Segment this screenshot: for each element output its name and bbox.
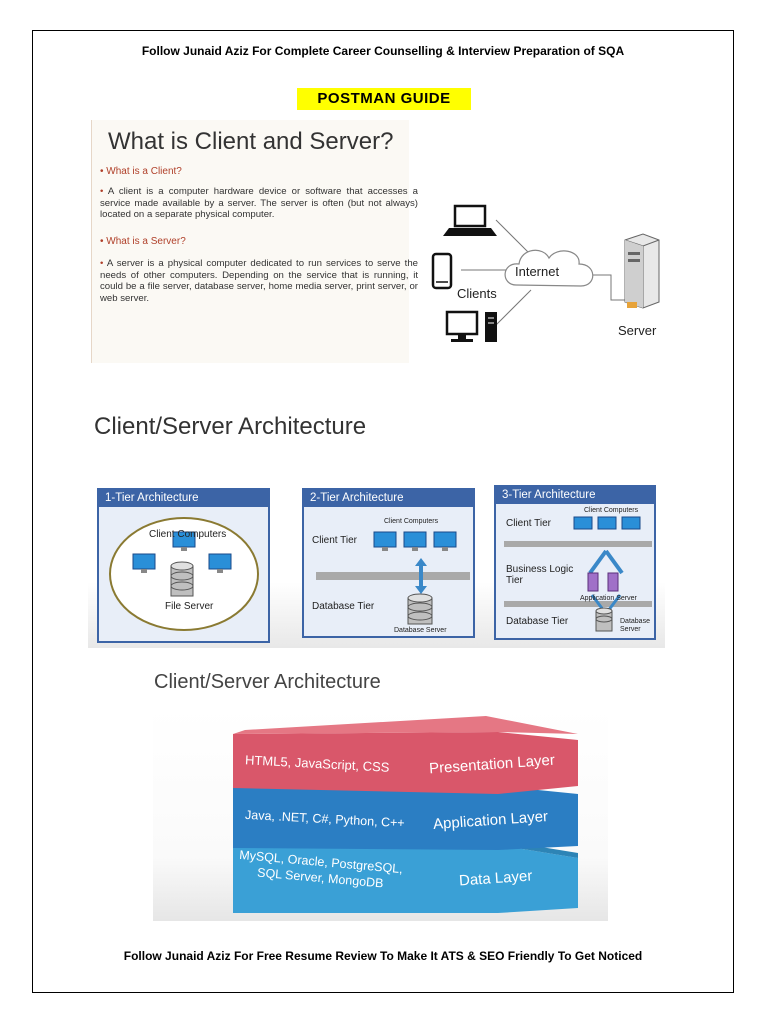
presentation-layer-block — [233, 716, 578, 794]
client-question: • What is a Client? — [100, 166, 182, 177]
client-server-diagram: Internet Clients Server — [431, 204, 660, 342]
cloud-icon — [504, 249, 594, 287]
server-icon — [624, 233, 660, 309]
tier3-database-tier: Database Tier — [506, 616, 569, 627]
tier2-database-tier: Database Tier — [312, 601, 375, 612]
tier3-database-server-1: Database — [620, 618, 650, 625]
client-server-slide: What is Client and Server? • What is a C… — [91, 120, 671, 363]
database-icon — [170, 561, 194, 597]
header-text: Follow Junaid Aziz For Complete Career C… — [141, 44, 625, 58]
tier3-application-server: Application Server — [580, 595, 637, 602]
tier1-file-server: File Server — [165, 601, 214, 612]
server-question: • What is a Server? — [100, 236, 186, 247]
footer-text: Follow Junaid Aziz For Free Resume Revie… — [123, 949, 643, 963]
tier2-header: 2-Tier Architecture — [304, 490, 473, 507]
tier2-client-computers: Client Computers — [384, 518, 439, 525]
desktop-icon — [445, 310, 497, 342]
server-label: Server — [618, 323, 657, 338]
tier2-box: 2-Tier Architecture Client Computers Cli… — [302, 488, 475, 638]
tier2-database-server: Database Server — [394, 627, 447, 634]
guide-title: POSTMAN GUIDE — [297, 88, 471, 110]
application-layer-block — [233, 786, 578, 850]
tier3-header: 3-Tier Architecture — [496, 487, 654, 504]
layers-panel: HTML5, JavaScript, CSS Presentation Laye… — [153, 708, 608, 921]
tier3-diagram — [504, 516, 652, 632]
tier-architecture-panel: 1-Tier Architecture Client Computers Fil… — [88, 483, 665, 648]
tier3-client-tier: Client Tier — [506, 518, 552, 529]
tier1-diagram — [109, 517, 259, 631]
layer-stack — [233, 716, 578, 913]
clients-label: Clients — [457, 286, 497, 301]
layers-title: Client/Server Architecture — [154, 671, 381, 693]
phone-icon — [431, 252, 453, 290]
tier3-business-logic: Business Logic — [506, 564, 574, 575]
tier3-box: 3-Tier Architecture Client Computers Cli… — [494, 485, 656, 640]
architecture-title: Client/Server Architecture — [94, 413, 367, 440]
tier3-database-server-2: Server — [620, 626, 641, 633]
text-panel: What is Client and Server? • What is a C… — [91, 120, 418, 363]
tier3-client-computers: Client Computers — [584, 507, 639, 514]
tier1-box: 1-Tier Architecture Client Computers Fil… — [97, 488, 270, 643]
page-border — [32, 30, 734, 993]
tier1-client-computers: Client Computers — [149, 529, 227, 540]
internet-label: Internet — [515, 264, 559, 279]
tier3-tier-word: Tier — [506, 575, 523, 586]
server-paragraph: • A server is a physical computer dedica… — [100, 258, 418, 304]
tier2-diagram — [316, 531, 470, 625]
tier2-client-tier: Client Tier — [312, 535, 358, 546]
tier1-header: 1-Tier Architecture — [99, 490, 268, 507]
client-paragraph: • A client is a computer hardware device… — [100, 186, 419, 220]
slide-title: What is Client and Server? — [108, 128, 394, 155]
laptop-icon — [443, 204, 497, 236]
